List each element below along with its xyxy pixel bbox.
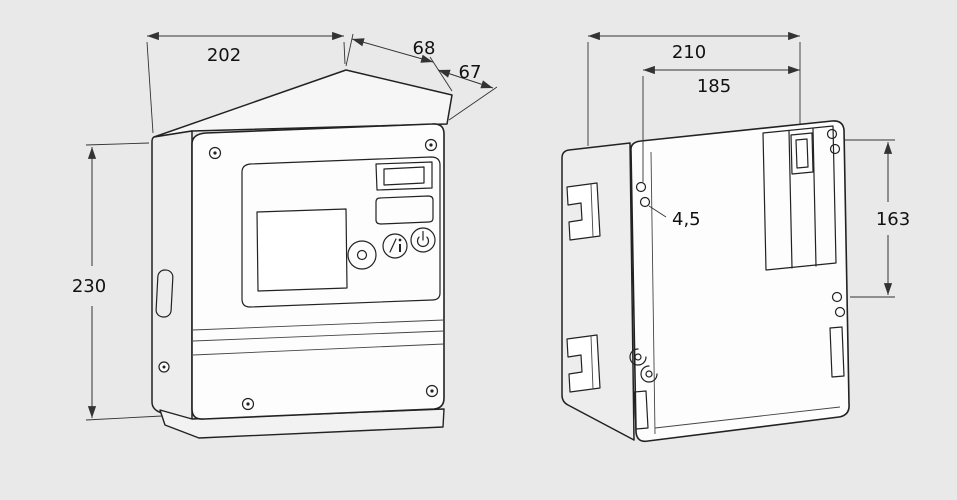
- cable-hooks: [629, 348, 658, 383]
- side-slot: [155, 269, 174, 318]
- corner-screws: [208, 138, 439, 411]
- mounting-hook: [790, 132, 814, 175]
- dim-width-185: 185: [642, 65, 800, 182]
- rear-side-face: [561, 142, 635, 441]
- power-icon: [416, 230, 430, 248]
- rear-panel: [630, 120, 850, 443]
- dim-depth-67: 67: [437, 62, 498, 121]
- rear-inner-contour: [650, 151, 841, 435]
- din-clip-bottom: [566, 334, 601, 393]
- control-panel-outline: [241, 156, 441, 308]
- dim-width-210: 210: [587, 31, 801, 146]
- dim-label-210: 210: [672, 42, 706, 63]
- info-service-icon: [389, 238, 402, 253]
- dim-hole-4-5: 4,5: [648, 205, 701, 230]
- dim-label-185: 185: [697, 76, 731, 97]
- small-display-window: [383, 166, 425, 186]
- side-screw: [158, 361, 170, 373]
- dim-width-202: 202: [146, 31, 346, 134]
- mounting-holes-left: [635, 181, 651, 208]
- mounting-recess: [762, 125, 837, 271]
- dim-label-4-5: 4,5: [672, 209, 701, 230]
- housing-base: [159, 408, 445, 439]
- slot-bottom-right: [829, 326, 845, 378]
- dim-height-230: 230: [72, 142, 163, 421]
- dim-label-202: 202: [207, 45, 241, 66]
- front-view: 202 68 67 230: [72, 31, 498, 439]
- mounting-holes-bottom-right: [829, 291, 846, 378]
- blank-key[interactable]: [375, 195, 434, 225]
- rear-view: 210 185 4,5 163: [561, 31, 910, 443]
- din-clip-top: [566, 182, 601, 241]
- info-button[interactable]: [382, 233, 408, 259]
- power-button[interactable]: [410, 227, 436, 253]
- mounting-holes-top-right: [826, 128, 841, 155]
- dim-height-163: 163: [845, 139, 910, 298]
- rotary-knob[interactable]: [347, 240, 377, 270]
- housing-grooves: [192, 319, 445, 356]
- lcd-display: [256, 208, 348, 292]
- dim-label-163: 163: [876, 209, 910, 230]
- slot-bottom-left: [633, 390, 649, 430]
- dim-label-230: 230: [72, 276, 106, 297]
- dim-label-67: 67: [459, 62, 482, 83]
- dim-label-68: 68: [413, 38, 436, 59]
